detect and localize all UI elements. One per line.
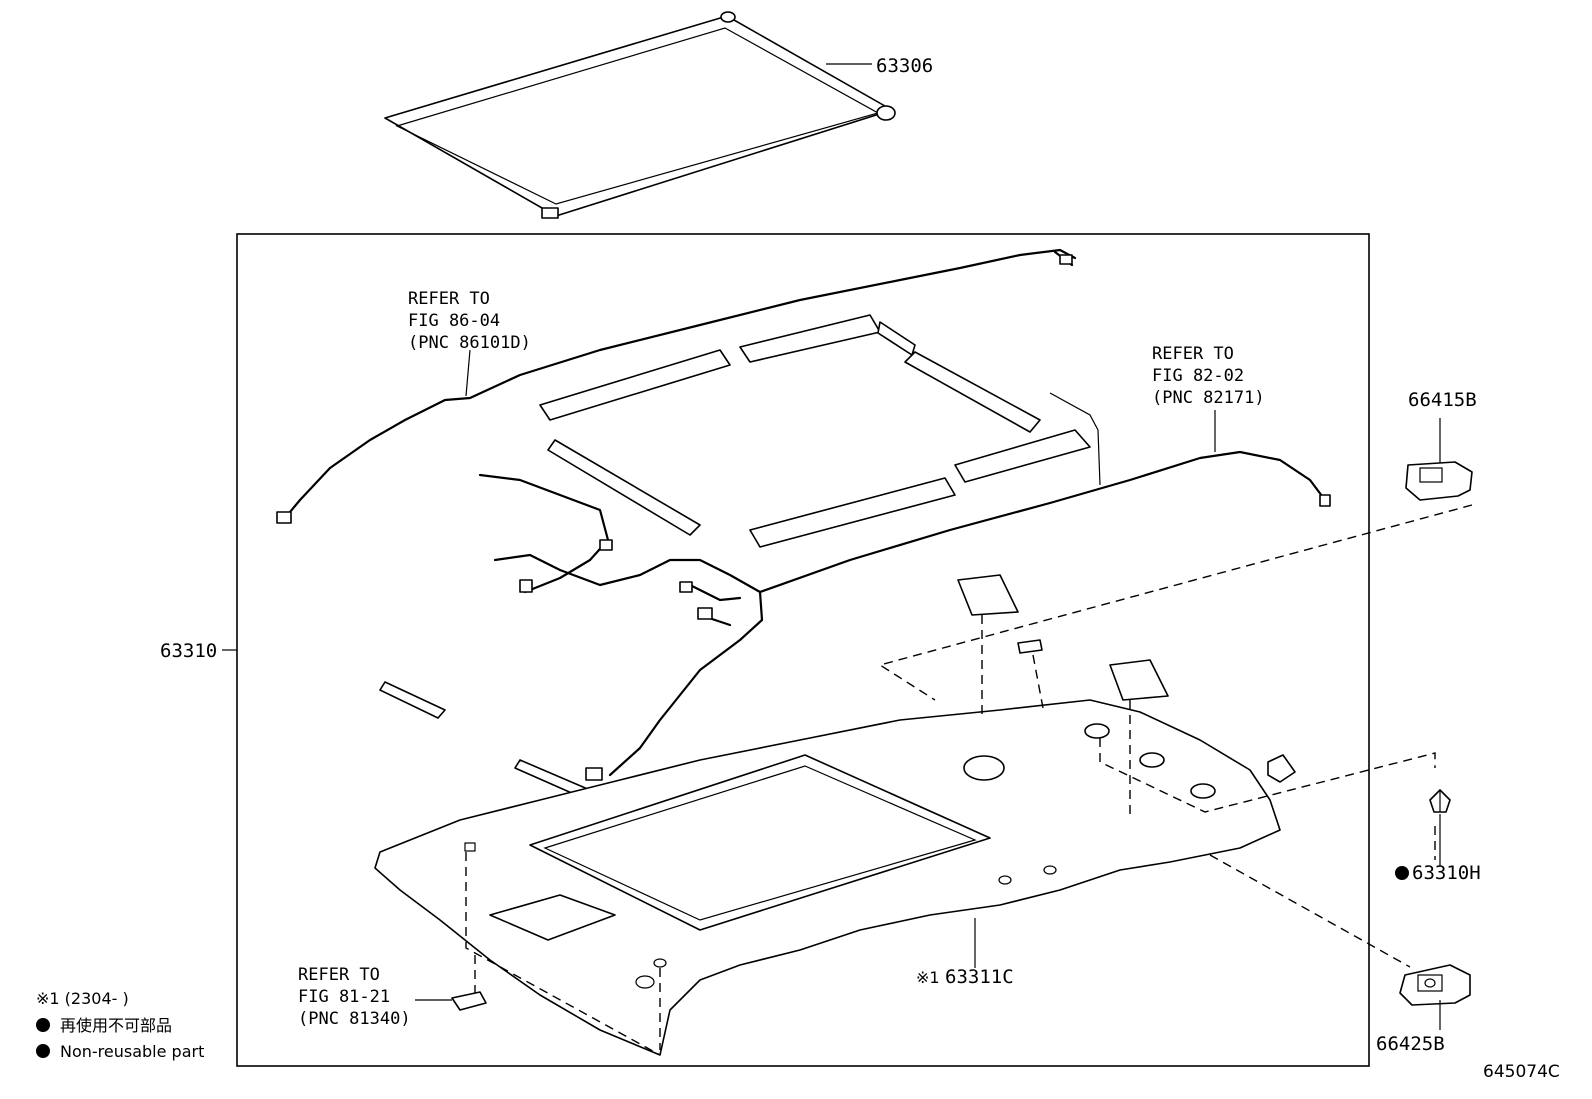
- visor-holder-1: [957, 574, 1019, 616]
- ref-fig86-line1: REFER TO: [408, 289, 490, 309]
- headliner-illustration: [374, 699, 1281, 1056]
- wire-harness-86-04: [276, 248, 1077, 524]
- non-reusable-mark: [1395, 866, 1409, 880]
- ref-fig81-line3: (PNC 81340): [298, 1009, 411, 1029]
- sunshade-illustration: [384, 11, 896, 219]
- ref-fig82-line2: FIG 82-02: [1152, 366, 1244, 386]
- label-63311c: 63311C: [945, 966, 1014, 988]
- ref-fig81-line1: REFER TO: [298, 965, 380, 985]
- wire-harness-82-02: [758, 410, 1331, 594]
- ref-fig86-line2: FIG 86-04: [408, 311, 500, 331]
- legend-non-reusable-en: Non-reusable part: [60, 1042, 204, 1061]
- clip-fastener: [1395, 789, 1451, 880]
- foam-pad-1: [379, 681, 446, 719]
- legend-bullet-jp: [36, 1018, 50, 1032]
- legend-note1: ※1 (2304- ): [36, 989, 129, 1008]
- label-63310h: 63310H: [1412, 862, 1481, 884]
- ref-fig82-line3: (PNC 82171): [1152, 388, 1265, 408]
- legend-bullet-en: [36, 1044, 50, 1058]
- grip-cover-upper: [1405, 418, 1473, 501]
- ref-fig86-line3: (PNC 86101D): [408, 333, 531, 353]
- label-63311c-prefix: ※1: [916, 968, 940, 987]
- lamp-part: [451, 991, 487, 1011]
- label-66415b: 66415B: [1408, 389, 1477, 411]
- center-harness: [478, 473, 764, 781]
- grip-cover-lower: [1399, 964, 1471, 1030]
- label-63310: 63310: [160, 640, 217, 662]
- pad-corner: [1267, 754, 1296, 783]
- legend-non-reusable-jp: 再使用不可部品: [60, 1016, 172, 1035]
- visor-holder-2: [1109, 659, 1169, 701]
- sunroof-frame: [539, 314, 1101, 548]
- ref-fig82-line1: REFER TO: [1152, 344, 1234, 364]
- assembly-guides: [465, 504, 1473, 1056]
- ref-fig81-line2: FIG 81-21: [298, 987, 390, 1007]
- label-63306: 63306: [876, 55, 933, 77]
- pad-small: [1017, 639, 1043, 654]
- label-66425b: 66425B: [1376, 1033, 1445, 1055]
- illustration-code: 645074C: [1483, 1062, 1560, 1082]
